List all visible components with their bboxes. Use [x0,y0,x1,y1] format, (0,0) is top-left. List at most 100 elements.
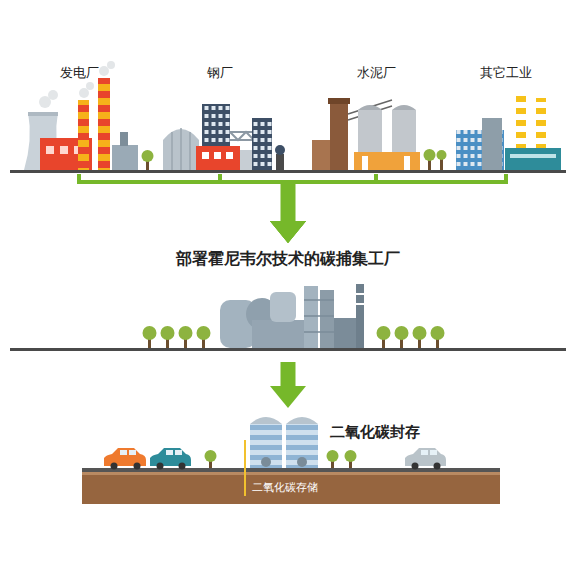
storage-site-part [286,424,318,468]
node-label: 其它工业 [480,65,532,81]
capture-plant-part [304,300,334,332]
car-part [134,463,141,470]
steel-plant-part [172,128,190,170]
steel-plant [163,104,285,170]
cement-plant-part [362,156,368,170]
cement-plant-part [354,152,420,170]
car-part [150,448,191,466]
capture-plant-box: 部署霍尼韦尔技术的碳捕集工厂 [160,245,416,362]
power-plant-part [142,150,154,162]
capture-plant-part [356,294,364,304]
node-label: 部署霍尼韦尔技术的碳捕集工厂 [176,249,400,268]
plant-box: 钢厂 [158,62,282,174]
car-part [104,448,146,466]
power-plant-part [86,82,94,90]
ground-line-part [10,348,566,351]
capture-plant [143,284,445,348]
storage-site-part [345,450,357,462]
power-plant-part [48,90,58,100]
cement-plant-part [312,140,330,170]
node-label: 二氧化碳封存 [330,423,420,441]
storage-site-part [286,424,318,468]
power-plant [24,61,154,170]
cement-plant-part [330,102,348,170]
cement-plant [312,98,447,170]
power-plant-part [46,146,54,154]
steel-plant-part [196,146,240,170]
storage-box: 二氧化碳封存 [240,410,440,472]
steel-plant-part [276,154,284,170]
storage-site-part [297,457,307,467]
car-part [120,450,127,455]
car-part [179,463,186,470]
cement-plant-part [424,149,436,161]
car-part [175,450,182,455]
capture-plant-part [320,290,334,348]
power-plant-part [79,88,89,98]
storage-label: 二氧化碳存储 [252,481,318,494]
node-label: 发电厂 [60,65,99,81]
storage-site-part [327,450,339,462]
power-plant-part [107,61,115,69]
steel-plant-part [214,152,221,159]
cement-plant-part [437,150,447,160]
flow-arrow [79,174,288,221]
capture-plant-part [252,320,308,348]
ground-line [10,170,566,351]
capture-plant-part [377,326,391,340]
steel-plant-part [202,104,230,148]
capture-plant-part [413,326,427,340]
capture-plant-part [270,292,296,322]
power-plant-part [28,112,58,116]
car-part [421,450,428,455]
power-plant-part [112,145,138,170]
storage-site-part [250,417,282,424]
capture-plant-part [161,326,175,340]
plant-box: 水泥厂 [303,62,449,174]
capture-plant-part [179,326,193,340]
car-part [129,450,136,455]
ground-line-part [10,170,566,173]
power-plant-part [99,66,109,76]
plant-box: 发电厂 [20,62,138,174]
flow-arrow [288,174,506,221]
steel-plant-part [230,132,254,140]
steel-plant-part [252,118,272,170]
capture-plant-part [356,284,364,348]
capture-plant-part [304,286,318,348]
cement-plant-part [328,98,350,104]
car-part [405,448,446,466]
capture-plant-part [431,326,445,340]
car-part [166,450,173,455]
cement-plant-part [358,110,382,154]
storage-site-part [250,424,282,468]
power-plant-part [60,146,68,154]
power-plant-part [120,132,128,146]
storage-site-part [261,457,271,467]
car-part [157,463,164,470]
other-industry-part [510,154,556,158]
car-part [412,463,419,470]
car [104,448,446,470]
power-plant-part [78,100,89,170]
plant-box: 其它工业 [450,62,562,174]
storage-site-part [250,424,282,468]
other-industry-part [505,148,561,170]
steel-plant-part [202,152,209,159]
storage-site-part [286,417,318,424]
other-industry-part [482,118,502,170]
node-label: 水泥厂 [357,65,396,81]
storage-site-part [82,472,500,475]
steel-plant-part [163,129,199,170]
power-plant-part [98,78,110,170]
capture-plant-part [143,326,157,340]
car-part [111,463,118,470]
storage-site [82,417,500,504]
capture-plant-part [334,318,356,348]
storage-site-part [244,440,246,496]
cement-plant-part [358,105,416,110]
steel-plant-part [202,104,230,148]
capture-plant-part [197,326,211,340]
other-industry [456,92,561,170]
steel-plant-part [226,152,233,159]
